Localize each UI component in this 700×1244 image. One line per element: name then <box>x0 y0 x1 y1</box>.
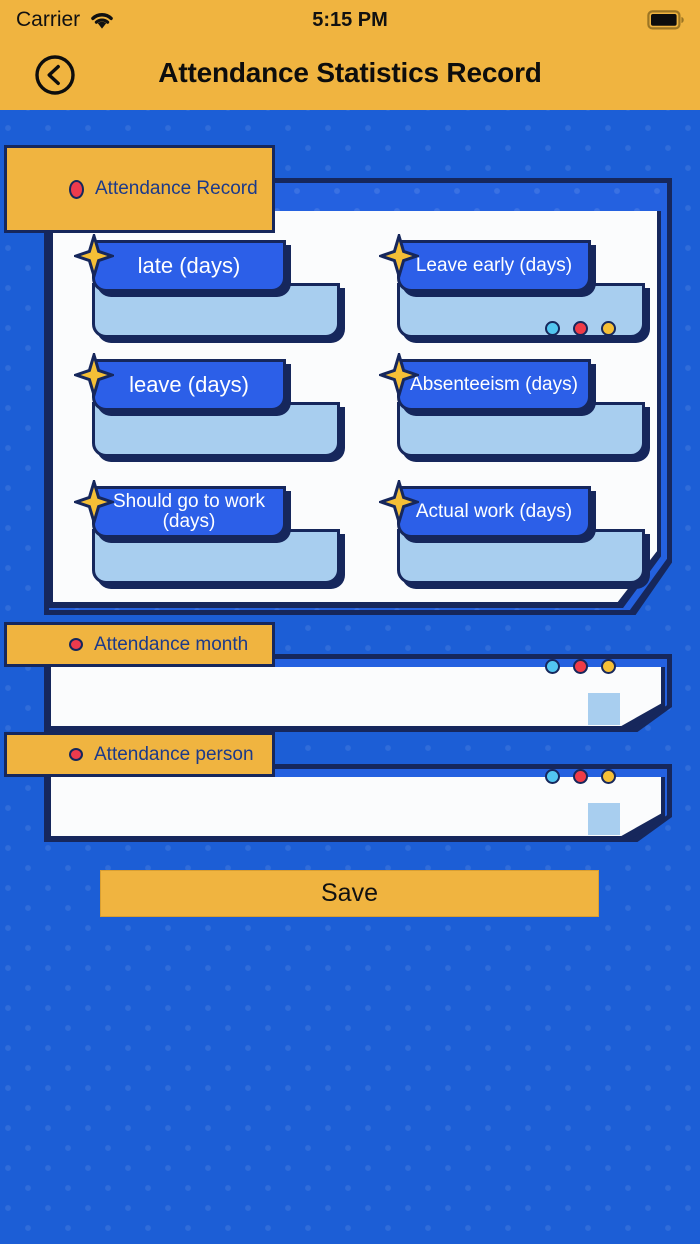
person-body <box>47 777 665 842</box>
status-bar-clock: 5:15 PM <box>312 8 388 31</box>
status-bar-right <box>647 10 685 30</box>
page-title: Attendance Statistics Record <box>158 57 542 88</box>
tab-attendance-person[interactable]: Attendance person <box>4 732 275 777</box>
dot-yellow <box>601 769 616 784</box>
dot-red <box>573 321 588 336</box>
status-bar: Carrier 5:15 PM <box>0 0 700 40</box>
back-chevron-circle-icon <box>35 55 75 95</box>
red-ellipse-bullet-icon <box>69 179 84 199</box>
label-leave-early-days-text: Leave early (days) <box>415 255 573 277</box>
label-late-days-pill: late (days) <box>92 240 286 292</box>
battery-full-icon <box>647 10 684 30</box>
dot-yellow <box>601 321 616 336</box>
four-point-star-icon <box>74 353 114 397</box>
nav-bar: Attendance Statistics Record <box>0 40 700 110</box>
month-dot-row <box>545 659 616 674</box>
label-leave-days-pill: leave (days) <box>92 359 286 411</box>
red-ellipse-bullet-icon <box>69 638 83 651</box>
back-button[interactable] <box>34 54 76 96</box>
four-point-star-icon <box>379 353 419 397</box>
attendance-person-section: Attendance person <box>0 732 700 842</box>
field-leave-days: leave (days) <box>74 353 342 461</box>
tab-attendance-month-label: Attendance month <box>94 633 249 655</box>
four-point-star-icon <box>74 480 114 524</box>
status-bar-left: Carrier <box>16 8 115 32</box>
label-absenteeism-days-pill: Absenteeism (days) <box>397 359 591 411</box>
four-point-star-icon <box>74 234 114 278</box>
label-actual-work-days-pill: Actual work (days) <box>397 486 591 538</box>
tab-attendance-record[interactable]: Attendance Record <box>4 145 275 233</box>
label-leave-days-text: leave (days) <box>129 372 249 398</box>
label-actual-work-days-text: Actual work (days) <box>415 501 573 523</box>
carrier-label: Carrier <box>16 8 81 31</box>
label-should-go-to-work-days-pill: Should go to work (days) <box>92 486 286 538</box>
label-leave-early-days-pill: Leave early (days) <box>397 240 591 292</box>
red-ellipse-bullet-icon <box>69 748 83 761</box>
dot-cyan <box>545 769 560 784</box>
input-attendance-month[interactable] <box>51 667 661 726</box>
dot-yellow <box>601 659 616 674</box>
field-should-go-to-work-days: Should go to work (days) <box>74 480 342 588</box>
tab-attendance-person-label: Attendance person <box>94 743 254 765</box>
input-absenteeism-days[interactable] <box>397 402 645 457</box>
tab-attendance-month[interactable]: Attendance month <box>4 622 275 667</box>
month-fold-corner <box>588 693 620 725</box>
input-attendance-person[interactable] <box>51 777 661 836</box>
field-late-days: late (days) <box>74 234 342 342</box>
attendance-month-section: Attendance month <box>0 622 700 732</box>
input-leave-days[interactable] <box>92 402 340 457</box>
tab-attendance-record-label: Attendance Record <box>95 178 258 199</box>
dot-cyan <box>545 659 560 674</box>
four-point-star-icon <box>379 234 419 278</box>
field-absenteeism-days: Absenteeism (days) <box>379 353 647 461</box>
save-button-label: Save <box>321 879 378 907</box>
label-absenteeism-days-text: Absenteeism (days) <box>410 374 578 396</box>
person-fold-corner <box>588 803 620 835</box>
attendance-record-section: Attendance Record late (days) Leave earl… <box>0 145 700 615</box>
label-late-days-text: late (days) <box>137 253 241 279</box>
person-dot-row <box>545 769 616 784</box>
label-should-go-to-work-days-text: Should go to work (days) <box>112 491 266 532</box>
dot-red <box>573 659 588 674</box>
month-body <box>47 667 665 732</box>
save-button[interactable]: Save <box>100 870 599 917</box>
dot-red <box>573 769 588 784</box>
field-actual-work-days: Actual work (days) <box>379 480 647 588</box>
record-dot-row <box>545 321 616 336</box>
dot-cyan <box>545 321 560 336</box>
four-point-star-icon <box>379 480 419 524</box>
input-actual-work-days[interactable] <box>397 529 645 584</box>
wifi-icon <box>91 12 113 29</box>
